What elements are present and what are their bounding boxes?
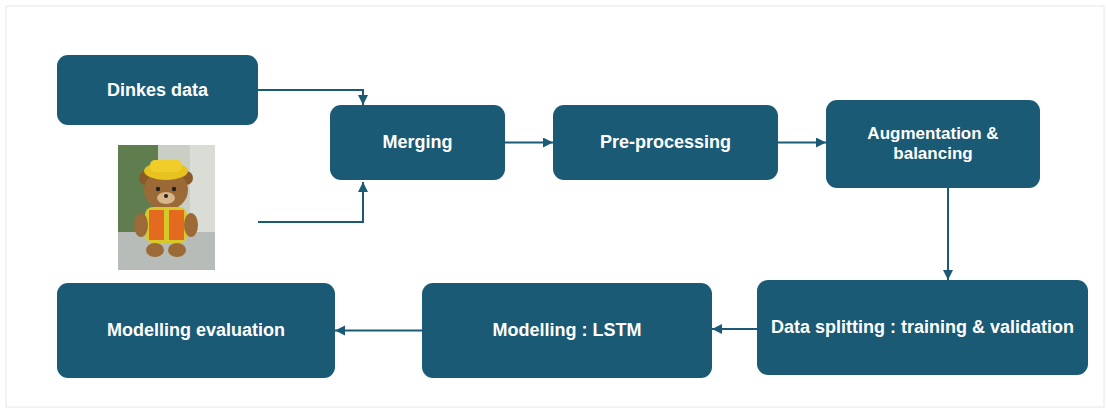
box-label: Modelling : LSTM — [493, 320, 642, 341]
box-label: Data splitting : training & validation — [771, 317, 1074, 338]
teddy-bear-photo — [118, 145, 215, 270]
process-box: Data splitting : training & validation — [757, 280, 1088, 375]
flow-arrow — [947, 188, 949, 280]
box-label: Pre-processing — [600, 132, 731, 153]
process-box: Dinkes data — [57, 55, 258, 125]
box-label: Merging — [383, 132, 453, 153]
page-frame — [6, 6, 1104, 407]
process-box: Augmentation & balancing — [826, 100, 1040, 188]
process-box: Modelling : LSTM — [422, 283, 712, 378]
photo-connector — [258, 182, 363, 222]
process-box: Pre-processing — [553, 105, 778, 180]
flow-arrow — [258, 90, 363, 105]
process-box: Merging — [330, 105, 505, 180]
flow-arrow — [505, 142, 553, 144]
box-label: Augmentation & balancing — [838, 124, 1028, 163]
process-box: Modelling evaluation — [57, 283, 335, 378]
box-label: Dinkes data — [107, 80, 208, 101]
flow-arrow — [712, 328, 757, 330]
flow-arrow — [335, 330, 422, 332]
box-label: Modelling evaluation — [107, 320, 285, 341]
flow-arrow — [778, 142, 826, 144]
